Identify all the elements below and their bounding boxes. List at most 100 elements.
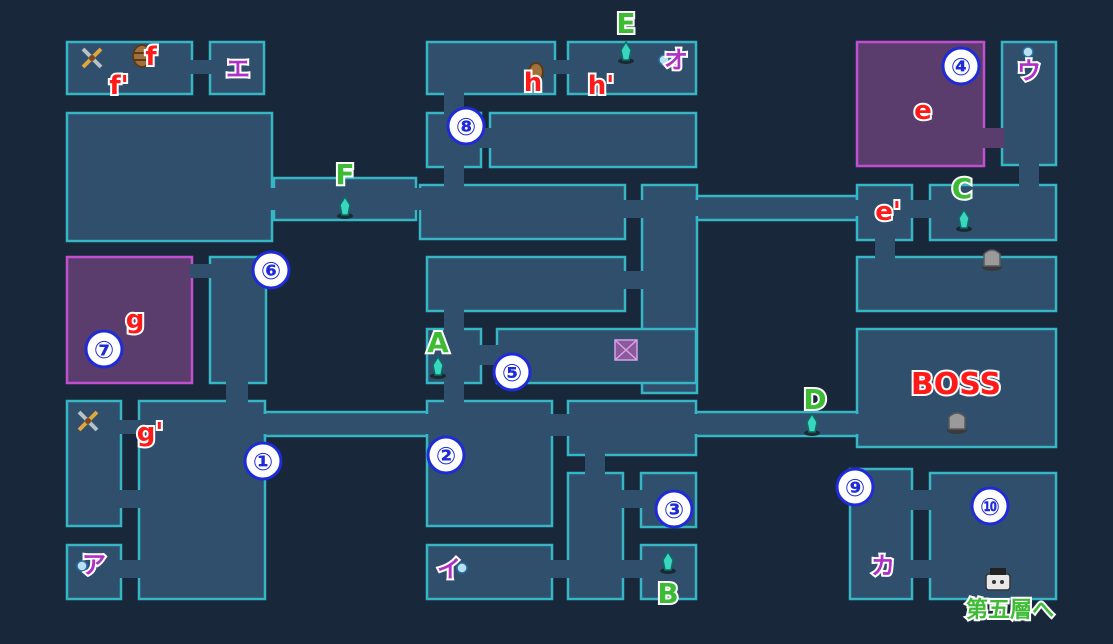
swords-icon: [81, 47, 103, 69]
red-label-h: h: [524, 68, 543, 98]
marker-text: ③: [664, 496, 684, 524]
red-label-g-prime: g': [137, 418, 164, 448]
door: [119, 560, 141, 578]
orb-icon: [76, 560, 88, 572]
red-label-f: f: [145, 42, 157, 72]
door: [444, 309, 464, 331]
red-label-e-prime: e': [875, 197, 901, 227]
green-label-d: D: [803, 383, 826, 416]
door: [553, 60, 570, 74]
door: [855, 200, 859, 216]
room: [425, 255, 627, 313]
green-label-c: C: [952, 172, 973, 205]
crystal-save-icon: [660, 550, 676, 574]
door: [621, 490, 643, 508]
room: [928, 183, 1058, 242]
purple-label-a: ア: [82, 551, 106, 579]
marker-text: ①: [253, 448, 273, 476]
number-marker: ③: [654, 489, 694, 529]
swords-icon: [77, 410, 99, 432]
room: [65, 40, 194, 96]
room: [566, 399, 698, 457]
marker-text: ⑧: [456, 113, 476, 141]
door: [262, 188, 276, 210]
door: [414, 188, 422, 210]
room: [488, 111, 698, 169]
door: [190, 60, 212, 74]
door: [910, 490, 932, 510]
orb-icon: [456, 562, 468, 574]
orb-icon: [658, 54, 670, 66]
number-marker: ④: [941, 46, 981, 86]
door: [875, 238, 895, 259]
crystal-save-icon: [956, 208, 972, 232]
number-marker: ⑥: [251, 250, 291, 290]
marker-text: ⑨: [845, 474, 865, 502]
purple-label-o: オ: [664, 46, 688, 74]
door: [910, 560, 932, 578]
purple-label-e: エ: [226, 55, 250, 83]
green-label-f: F: [335, 158, 354, 191]
boss-statue-icon: [985, 568, 1011, 591]
door: [119, 420, 141, 434]
door: [694, 414, 698, 434]
room: [263, 410, 429, 438]
door: [910, 200, 932, 218]
marker-text: ⑥: [261, 257, 281, 285]
green-label-a: A: [427, 326, 449, 359]
door: [1019, 163, 1039, 187]
room: [65, 399, 123, 528]
stone-pillar-icon: [947, 412, 967, 434]
crystal-save-icon: [618, 40, 634, 64]
barrel-icon: [132, 44, 152, 68]
room: [495, 327, 698, 385]
room: [695, 194, 859, 222]
room: [694, 410, 859, 438]
room: [855, 255, 1058, 313]
door: [444, 381, 464, 403]
number-marker: ⑧: [446, 106, 486, 146]
orb-icon: [1022, 46, 1034, 58]
door: [623, 271, 644, 289]
door-openings: [119, 60, 1039, 578]
exit-to-fifth-floor-label: 第五層へ: [966, 597, 1054, 623]
number-marker: ②: [426, 435, 466, 475]
red-label-f-prime: f': [109, 71, 128, 101]
door: [585, 453, 605, 475]
green-label-b: B: [657, 577, 678, 610]
door: [982, 128, 1004, 148]
room: [425, 543, 554, 601]
gate-icon: [614, 339, 638, 361]
boss-label: BOSS: [911, 367, 1001, 402]
door: [479, 345, 499, 365]
number-marker: ⑨: [835, 467, 875, 507]
marker-text: ②: [436, 442, 456, 470]
green-label-e: E: [616, 7, 635, 40]
room: [137, 399, 267, 601]
barrel-icon: [528, 62, 544, 82]
number-marker: ①: [243, 441, 283, 481]
rooms: [65, 40, 1058, 601]
door: [425, 414, 429, 434]
room: [65, 111, 274, 243]
red-label-h-prime: h': [588, 71, 614, 101]
door: [695, 200, 699, 216]
marker-text: ④: [951, 53, 971, 81]
crystal-save-icon: [804, 412, 820, 436]
marker-text: ⑩: [980, 493, 1000, 521]
purple-label-u: ウ: [1017, 57, 1041, 85]
door: [623, 200, 644, 218]
door: [190, 264, 212, 278]
door: [119, 490, 141, 508]
red-label-g: g: [126, 305, 145, 335]
door: [550, 414, 570, 436]
room: [208, 40, 266, 96]
marker-text: ⑤: [502, 359, 522, 387]
room: [566, 471, 625, 601]
door: [444, 165, 464, 187]
crystal-save-icon: [337, 195, 353, 219]
marker-text: ⑦: [94, 336, 114, 364]
door: [263, 414, 267, 434]
purple-label-ka: カ: [871, 552, 895, 580]
